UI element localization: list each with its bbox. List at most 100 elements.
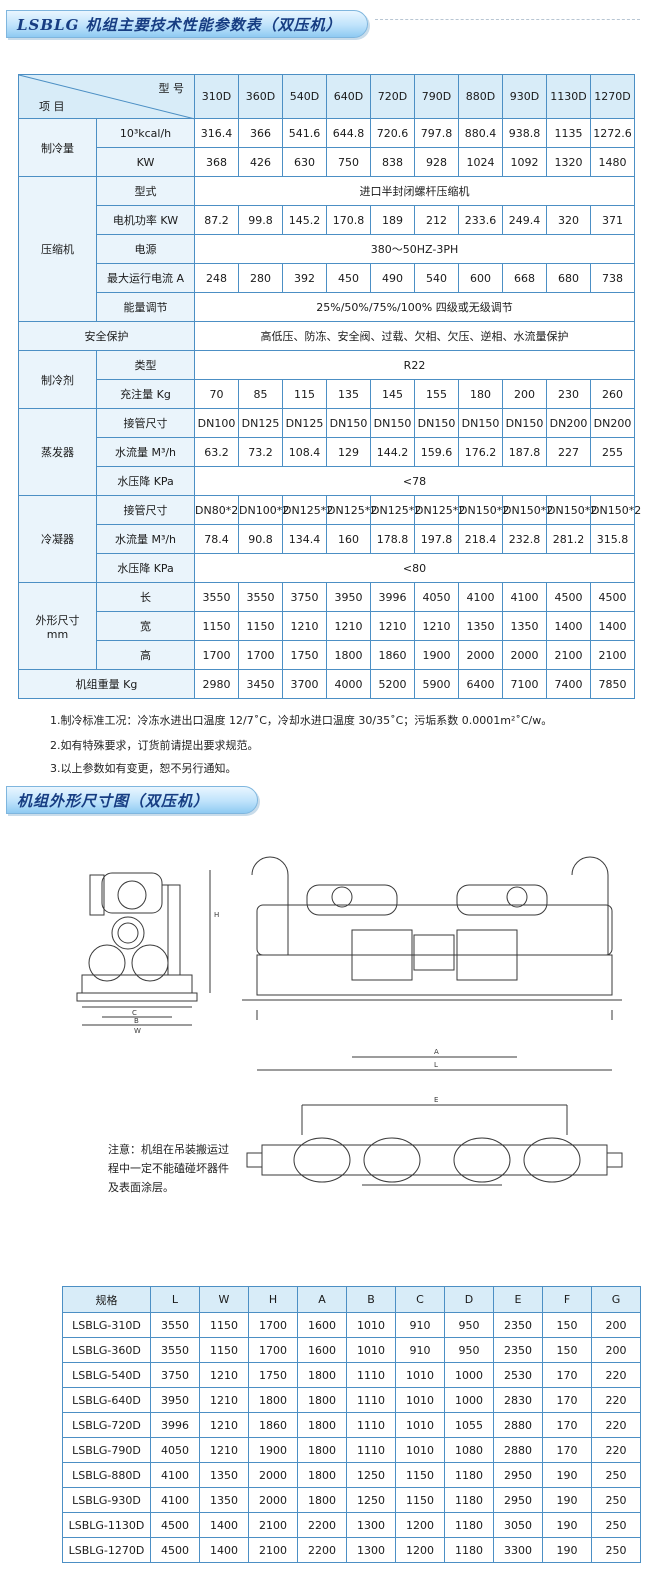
dim-value-cell: 1210 [199,1437,249,1463]
dim-value-cell: 1010 [395,1387,445,1413]
dimension-width-value: 1400 [546,611,591,641]
dimension-height-value: 1750 [282,640,327,670]
model-header: 1270D [590,74,635,119]
evaporator-flow-value: 227 [546,437,591,467]
dim-value-cell: 170 [542,1362,592,1388]
condenser-flow-value: 315.8 [590,524,635,554]
header-type-label: 型 号 [158,82,185,95]
dim-value-cell: 1700 [248,1337,298,1363]
spec-section-title: LSBLG 机组主要技术性能参数表（双压机） [17,16,342,34]
dim-value-cell: 1300 [346,1537,396,1563]
dim-value-cell: 150 [542,1337,592,1363]
evaporator-flow-value: 159.6 [414,437,459,467]
dim-label-b: B [134,1017,139,1025]
dim-value-cell: 3550 [150,1337,200,1363]
compressor-power-value: 189 [370,205,415,235]
dim-value-cell: 2830 [493,1387,543,1413]
dim-value-cell: 1210 [199,1412,249,1438]
dim-value-cell: 3750 [150,1362,200,1388]
cooling-kw-value: 630 [282,147,327,177]
dim-value-cell: 1350 [199,1462,249,1488]
cooling-kcal-value: 316.4 [194,118,239,148]
compressor-power-value: 212 [414,205,459,235]
cooling-kcal-value: 644.8 [326,118,371,148]
compressor-power-value: 87.2 [194,205,239,235]
dimension-width-value: 1210 [326,611,371,641]
model-header: 720D [370,74,415,119]
evaporator-flow-value: 63.2 [194,437,239,467]
refrigerant-charge-value: 200 [502,379,547,409]
refrigerant-charge-value: 230 [546,379,591,409]
dim-value-cell: 1600 [297,1312,347,1338]
dim-value-cell: 220 [591,1387,641,1413]
refrigerant-charge-value: 180 [458,379,503,409]
dim-value-cell: 250 [591,1462,641,1488]
dim-model-cell: LSBLG-640D [62,1387,151,1413]
compressor-current-value: 450 [326,263,371,293]
compressor-power-value: 145.2 [282,205,327,235]
dimension-length-value: 4500 [546,582,591,612]
dimension-width-value: 1210 [282,611,327,641]
header-item-label: 项 目 [39,100,65,113]
dim-value-cell: 1350 [199,1487,249,1513]
dim-value-cell: 1110 [346,1387,396,1413]
evaporator-drop-value: <78 [194,466,635,496]
compressor-current-value: 668 [502,263,547,293]
dim-value-cell: 220 [591,1362,641,1388]
cooling-kcal-value: 366 [238,118,283,148]
dimension-length-value: 3996 [370,582,415,612]
dim-value-cell: 250 [591,1512,641,1538]
compressor-power-value: 170.8 [326,205,371,235]
condenser-pipe-value: DN125*2 [414,495,465,525]
dim-header: W [199,1286,249,1313]
dim-value-cell: 1700 [248,1312,298,1338]
dimension-width-value: 1150 [194,611,239,641]
compressor-capacity-value: 25%/50%/75%/100% 四级或无级调节 [194,292,635,322]
dimension-length-value: 3950 [326,582,371,612]
cooling-kcal-label: 10³kcal/h [96,118,195,148]
weight-label: 机组重量 Kg [18,669,195,699]
dim-value-cell: 1010 [346,1312,396,1338]
dimension-length-value: 4100 [502,582,547,612]
condenser-flow-label: 水流量 M³/h [96,524,195,554]
table-row: 压缩机型式进口半封闭螺杆压缩机 [18,176,635,322]
dim-header: L [150,1286,200,1313]
model-header: 540D [282,74,327,119]
dim-value-cell: 910 [395,1312,445,1338]
dimension-width-value: 1350 [458,611,503,641]
dimension-height-value: 1800 [326,640,371,670]
compressor-current-value: 248 [194,263,239,293]
dimension-unit: mm [46,627,69,641]
dim-value-cell: 1110 [346,1362,396,1388]
refrigerant-charge-value: 135 [326,379,371,409]
note-3: 3.以上参数如有变更，恕不另行通知。 [50,762,237,775]
dim-header: 规格 [62,1286,151,1313]
dim-value-cell: 220 [591,1437,641,1463]
dim-value-cell: 2950 [493,1487,543,1513]
dim-value-cell: 1800 [248,1387,298,1413]
dim-model-cell: LSBLG-720D [62,1412,151,1438]
compressor-current-value: 680 [546,263,591,293]
dim-value-cell: 1800 [297,1362,347,1388]
evaporator-flow-value: 187.8 [502,437,547,467]
dimension-length-label: 长 [96,582,195,612]
cooling-kcal-value: 1135 [546,118,591,148]
compressor-power-value: 371 [590,205,635,235]
dim-value-cell: 2000 [248,1487,298,1513]
cooling-kcal-value: 880.4 [458,118,503,148]
dim-value-cell: 190 [542,1512,592,1538]
dim-value-cell: 1900 [248,1437,298,1463]
dimension-width-value: 1400 [590,611,635,641]
evaporator-flow-value: 144.2 [370,437,415,467]
front-view [242,856,622,1071]
dim-value-cell: 1250 [346,1462,396,1488]
